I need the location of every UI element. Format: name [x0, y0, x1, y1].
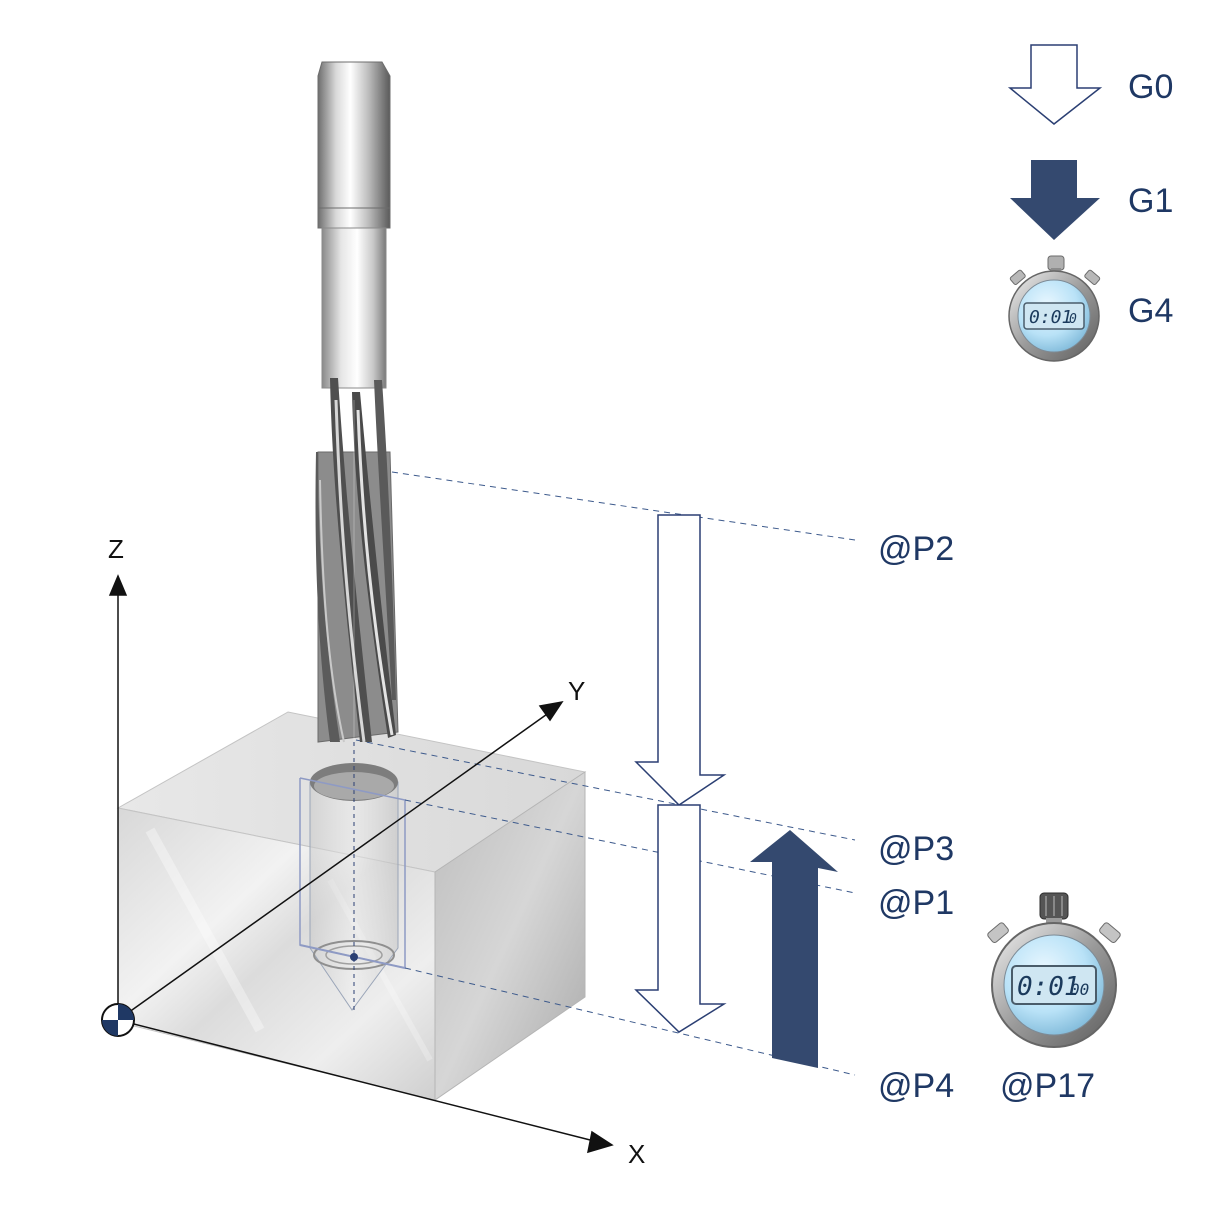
- legend-g1-label: G1: [1128, 182, 1173, 220]
- z-axis-arrowhead: [108, 574, 128, 596]
- z-axis-label: Z: [108, 534, 124, 564]
- stopwatch-large-display-sub: 00: [1070, 980, 1089, 999]
- x-axis-label: X: [628, 1139, 645, 1169]
- point-label-p2: @P2: [878, 530, 954, 568]
- legend-g1-arrow-icon: [1010, 160, 1100, 240]
- rapid-approach-arrow: [634, 514, 727, 806]
- point-label-p1: @P1: [878, 884, 954, 922]
- coordinate-axes: [108, 574, 614, 1154]
- point-label-p4: @P4: [878, 1067, 954, 1105]
- bore-hole: [299, 742, 406, 1012]
- point-label-p3: @P3: [878, 830, 954, 868]
- legend-g4-stopwatch-icon: 0:01 0: [1008, 255, 1101, 362]
- y-axis-label: Y: [568, 676, 585, 706]
- point-label-p17: @P17: [1000, 1067, 1095, 1105]
- stopwatch-large-display: 0:01: [1017, 972, 1080, 1002]
- feed-retract-solid-arrow: [750, 830, 838, 1068]
- x-axis-arrowhead: [587, 1130, 614, 1154]
- block-side-face: [434, 771, 586, 1101]
- dwell-stopwatch-icon: 0:01 00: [987, 892, 1121, 1048]
- feed-down-outline-arrow: [634, 804, 727, 1033]
- stopwatch-small-display-sub: 0: [1069, 312, 1077, 327]
- legend-g0-arrow-icon: [1007, 44, 1103, 125]
- legend-g4-label: G4: [1128, 292, 1173, 330]
- origin-marker-icon: [101, 1003, 135, 1037]
- stopwatch-small-display: 0:01: [1029, 307, 1072, 328]
- reamer-tool: [315, 61, 399, 743]
- y-axis-arrowhead: [538, 700, 564, 722]
- legend-g0-label: G0: [1128, 68, 1173, 106]
